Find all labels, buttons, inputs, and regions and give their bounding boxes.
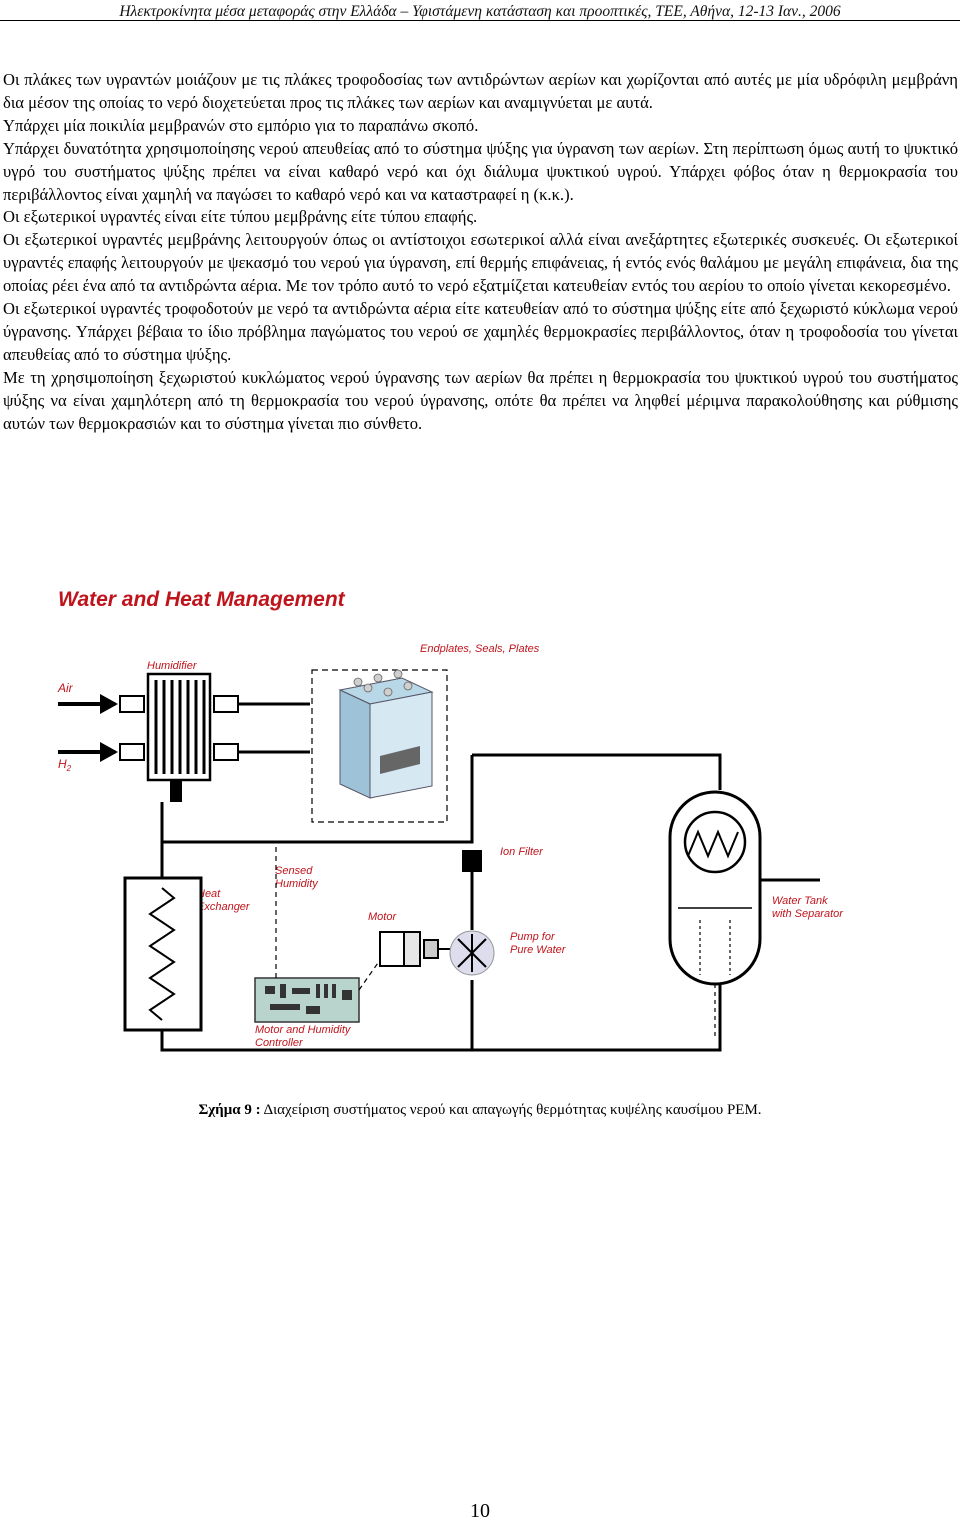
heat-exchanger-label: Heat [197, 888, 221, 900]
paragraph: Οι πλάκες των υγραντών μοιάζουν με τις π… [3, 70, 958, 112]
paragraph: Υπάρχει δυνατότητα χρησιμοποίησης νερού … [3, 138, 958, 204]
figure-caption: Σχήμα 9 : Διαχείριση συστήματος νερού κα… [0, 1102, 960, 1119]
endplates-label: Endplates, Seals, Plates [420, 643, 540, 655]
paragraph: Οι εξωτερικοί υγραντές είναι είτε τύπου … [3, 207, 478, 227]
paragraph: Οι εξωτερικοί υγραντές τροφοδοτούν με νε… [3, 299, 958, 364]
h2-label: H2 [58, 757, 72, 773]
pump-label: Pump for [510, 931, 556, 943]
air-inlet-pipe [58, 702, 115, 754]
coolant-loop [160, 753, 722, 1052]
motor-label: Motor [368, 911, 397, 923]
running-header: Ηλεκτροκίνητα μέσα μεταφοράς στην Ελλάδα… [0, 0, 960, 21]
water-tank-label: Water Tank [772, 895, 828, 907]
heat-exchanger [123, 876, 203, 1032]
air-arrow-icon [100, 694, 118, 714]
paragraph: Με τη χρησιμοποίηση ξεχωριστού κυκλώματο… [3, 367, 958, 433]
humidifier-outlet-pipes [238, 702, 310, 754]
ion-filter [462, 850, 482, 872]
running-header-text: Ηλεκτροκίνητα μέσα μεταφοράς στην Ελλάδα… [119, 3, 841, 20]
pump-icon [449, 930, 495, 976]
caption-text: Διαχείριση συστήματος νερού και απαγωγής… [260, 1102, 762, 1118]
air-label: Air [57, 681, 74, 695]
sensed-humidity-label: Sensed [275, 865, 313, 877]
body-text: Οι πλάκες των υγραντών μοιάζουν με τις π… [3, 69, 958, 436]
paragraph: Οι εξωτερικοί υγραντές μεμβράνης λειτουρ… [3, 230, 958, 296]
sensed-humidity-label-2: Humidity [275, 878, 319, 890]
humidifier [119, 672, 239, 802]
figure-title: Water and Heat Management [58, 588, 346, 611]
page-number: 10 [470, 1500, 490, 1522]
pump-label-2: Pure Water [510, 944, 567, 956]
h2-arrow-icon [100, 742, 118, 762]
humidifier-label: Humidifier [147, 660, 198, 672]
system-diagram: Water and Heat Management Humidifier Air… [57, 588, 844, 1052]
controller-label-2: Controller [255, 1037, 304, 1049]
water-heat-management-figure: Water and Heat Management Humidifier Air… [40, 570, 920, 1090]
water-tank-label-2: with Separator [772, 908, 844, 920]
water-tank [668, 790, 762, 986]
controller-label: Motor and Humidity [255, 1024, 352, 1036]
caption-label: Σχήμα 9 : [198, 1102, 261, 1118]
fuel-cell-stack [311, 669, 448, 823]
control-signal-lines [275, 842, 381, 991]
motor [379, 931, 439, 967]
ion-filter-label: Ion Filter [500, 846, 544, 858]
controller-board [254, 977, 360, 1023]
heat-exchanger-label-2: Exchanger [197, 901, 251, 913]
paragraph: Υπάρχει μία ποικιλία μεμβρανών στο εμπόρ… [3, 115, 479, 135]
